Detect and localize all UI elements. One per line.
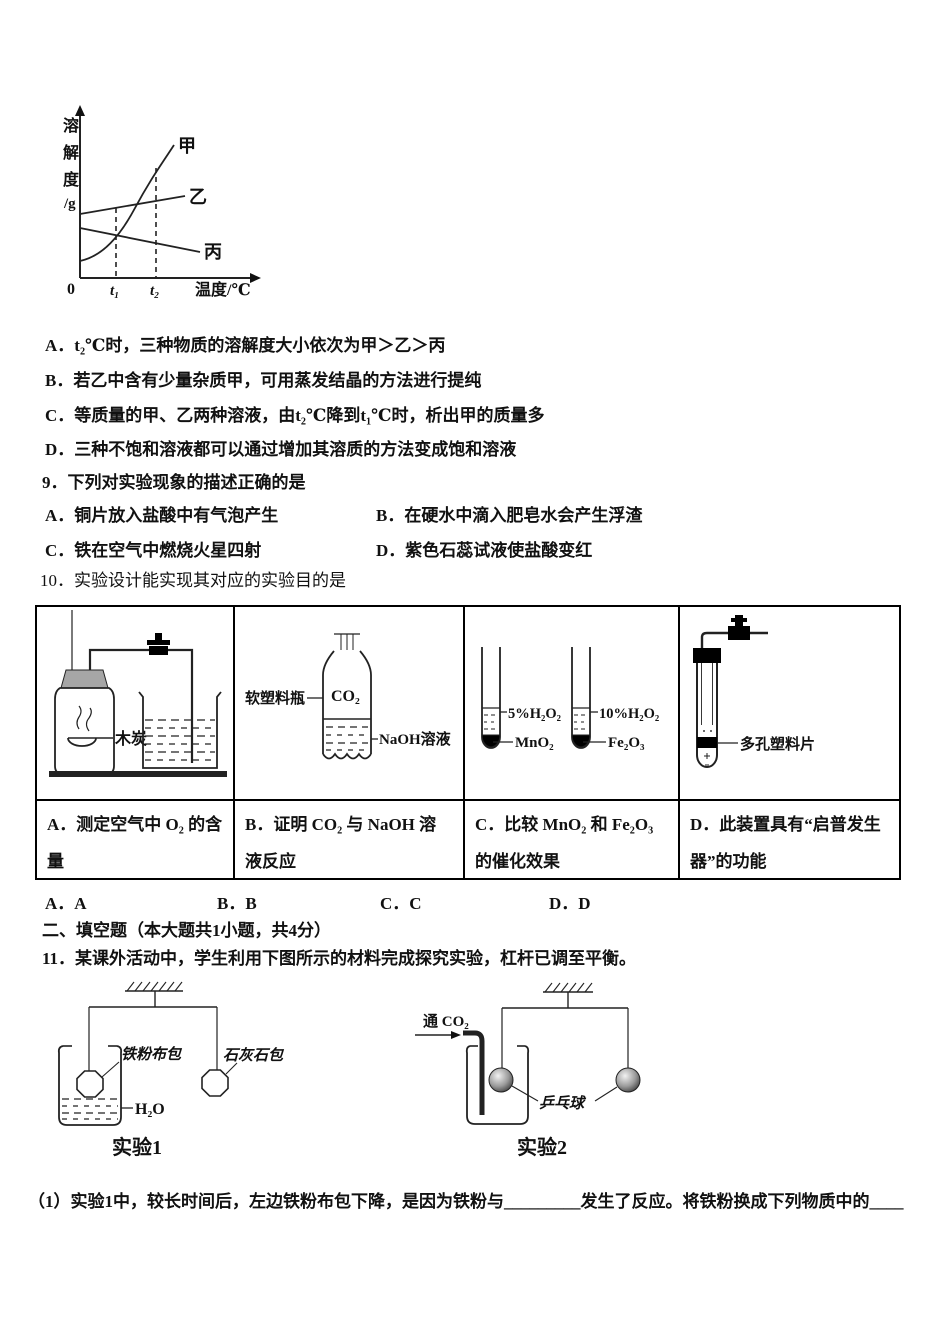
combustion-spoon xyxy=(67,737,97,747)
answer-choice-c: C．C xyxy=(380,894,422,913)
table-caption-d: D．此装置具有“启普发生器”的功能 xyxy=(680,801,899,878)
y-axis-arrow-icon xyxy=(75,105,85,116)
q8-option-d: D．三种不饱和溶液都可以通过增加其溶质的方法变成饱和溶液 xyxy=(45,440,517,459)
table-cell-b-diagram: CO₂ 软塑料瓶 NaOH溶液 xyxy=(235,607,465,801)
o2-measurement-figure: 木炭 xyxy=(49,610,227,777)
arrow-right-icon xyxy=(451,1031,461,1039)
solubility-graph: 溶 解 度 /g 0 t₁ t₂ 温度/℃ 甲 乙 丙 xyxy=(63,105,261,299)
table-cell-a-diagram: 木炭 xyxy=(37,607,235,801)
water-dashes xyxy=(62,1098,118,1120)
mno2-label: MnO₂ xyxy=(515,735,554,751)
experiment1-caption: 实验1 xyxy=(112,1135,162,1159)
label-jia: 甲 xyxy=(178,136,196,156)
smoke-icon xyxy=(76,705,82,730)
tick-t1: t₁ xyxy=(110,283,119,299)
experiment2-figure: 通 CO₂ 乒乓球 实验2 xyxy=(415,982,641,1159)
ylabel-char3: 度 xyxy=(63,170,80,189)
label-bing: 丙 xyxy=(204,242,222,262)
bottle-stopper xyxy=(60,669,109,689)
q9-option-d: D．紫色石蕊试液使盐酸变红 xyxy=(376,541,593,560)
q8-option-c: C．等质量的甲、乙两种溶液，由t₂℃降到t₁℃时，析出甲的质量多 xyxy=(45,406,545,425)
gas-bottle xyxy=(54,687,115,775)
catalysis-figure: 5%H₂O₂ MnO₂ 10%H₂O₂ Fe₂O₃ xyxy=(481,647,659,751)
porous-sheet-label: 多孔塑料片 xyxy=(740,735,815,753)
table-cell-c-diagram: 5%H₂O₂ MnO₂ 10%H₂O₂ Fe₂O₃ xyxy=(465,607,680,801)
mno2-solid xyxy=(481,734,501,748)
pingpong-ball-right xyxy=(615,1067,641,1093)
limestone-bag-label: 石灰石包 xyxy=(223,1046,285,1064)
connecting-tube xyxy=(88,648,194,763)
experiment-table: 木炭 CO₂ xyxy=(35,605,901,880)
iron-powder-bag xyxy=(76,1070,104,1098)
table-caption-b: B．证明 CO₂ 与 NaOH 溶液反应 xyxy=(235,801,465,878)
xlabel: 温度/℃ xyxy=(194,280,251,299)
ylabel-char2: 解 xyxy=(63,143,79,162)
soft-bottle-figure: CO₂ 软塑料瓶 NaOH溶液 xyxy=(245,633,452,760)
q9-option-c: C．铁在空气中燃烧火星四射 xyxy=(45,541,262,560)
answer-choice-b: B．B xyxy=(217,894,257,913)
stopcock-icon xyxy=(728,626,750,640)
ylabel-unit: /g xyxy=(63,196,76,212)
curve-bing xyxy=(79,227,201,253)
label-yi: 乙 xyxy=(189,187,207,207)
outlet-tube xyxy=(700,631,768,648)
answer-choice-a: A．A xyxy=(45,894,87,913)
tick-t2: t₂ xyxy=(150,283,159,299)
limestone-bag xyxy=(201,1069,229,1097)
q9-option-b: B．在硬水中滴入肥皂水会产生浮渣 xyxy=(376,506,643,525)
pingpong-ball-left xyxy=(488,1067,514,1093)
q9-stem: 9．下列对实验现象的描述正确的是 xyxy=(42,473,306,492)
curve-jia xyxy=(79,144,175,262)
q9-option-a: A．铜片放入盐酸中有气泡产生 xyxy=(45,506,279,525)
porous-sheet xyxy=(697,737,717,748)
q11-stem: 11．某课外活动中，学生利用下图所示的材料完成探究实验，杠杆已调至平衡。 xyxy=(42,949,637,968)
q8-option-b: B．若乙中含有少量杂质甲，可用蒸发结晶的方法进行提纯 xyxy=(45,371,482,390)
ceiling-hatch-icon xyxy=(126,981,183,992)
jar xyxy=(57,1045,123,1126)
test-tube-right xyxy=(571,647,591,749)
stopcock-icon xyxy=(155,633,162,642)
ceiling-hatch-icon xyxy=(544,982,593,993)
x-axis-arrow-icon xyxy=(250,273,261,283)
experiment2-caption: 实验2 xyxy=(517,1135,567,1159)
jar xyxy=(465,1045,530,1125)
test-tube xyxy=(696,663,718,768)
curve-yi xyxy=(79,195,186,215)
pingpong-label: 乒乓球 xyxy=(539,1095,587,1112)
fe2o3-solid xyxy=(571,734,591,748)
naoh-label: NaOH溶液 xyxy=(379,730,452,748)
h2o2-5-label: 5%H₂O₂ xyxy=(508,706,561,722)
q11-part1-text: （1）实验1中，较长时间后，左边铁粉布包下降，是因为铁粉与_________发生… xyxy=(28,1192,904,1211)
kipp-figure: 多孔塑料片 xyxy=(693,615,815,768)
section2-header: 二、填空题（本大题共1小题，共4分） xyxy=(42,921,331,940)
smoke-icon xyxy=(85,707,92,732)
table-caption-c: C．比较 MnO₂ 和 Fe₂O₃ 的催化效果 xyxy=(465,801,680,878)
table-cell-d-diagram: 多孔塑料片 xyxy=(680,607,899,801)
test-tube-left xyxy=(481,647,501,749)
soft-bottle-label: 软塑料瓶 xyxy=(245,689,305,707)
h2o2-10-label: 10%H₂O₂ xyxy=(599,706,659,722)
bottle-wavy-bottom xyxy=(322,752,372,760)
beaker xyxy=(138,691,222,769)
q10-stem: 10．实验设计能实现其对应的实验目的是 xyxy=(40,571,346,590)
experiment1-figure: 铁粉布包 石灰石包 H₂O 实验1 xyxy=(57,981,285,1159)
origin-label: 0 xyxy=(67,281,75,298)
charcoal-label: 木炭 xyxy=(114,729,147,748)
iron-bag-label: 铁粉布包 xyxy=(121,1045,183,1063)
co2-in-label: 通 CO₂ xyxy=(423,1013,469,1030)
q8-option-a: A．t₂℃时，三种物质的溶解度大小依次为甲＞乙＞丙 xyxy=(45,336,446,355)
fe2o3-label: Fe₂O₃ xyxy=(608,735,645,751)
table-caption-a: A．测定空气中 O₂ 的含量 xyxy=(37,801,235,878)
co2-label: CO₂ xyxy=(331,688,360,705)
answer-choice-d: D．D xyxy=(549,894,591,913)
h2o-label: H₂O xyxy=(135,1101,165,1118)
rubber-stopper xyxy=(693,648,721,663)
ylabel-char1: 溶 xyxy=(63,116,79,135)
